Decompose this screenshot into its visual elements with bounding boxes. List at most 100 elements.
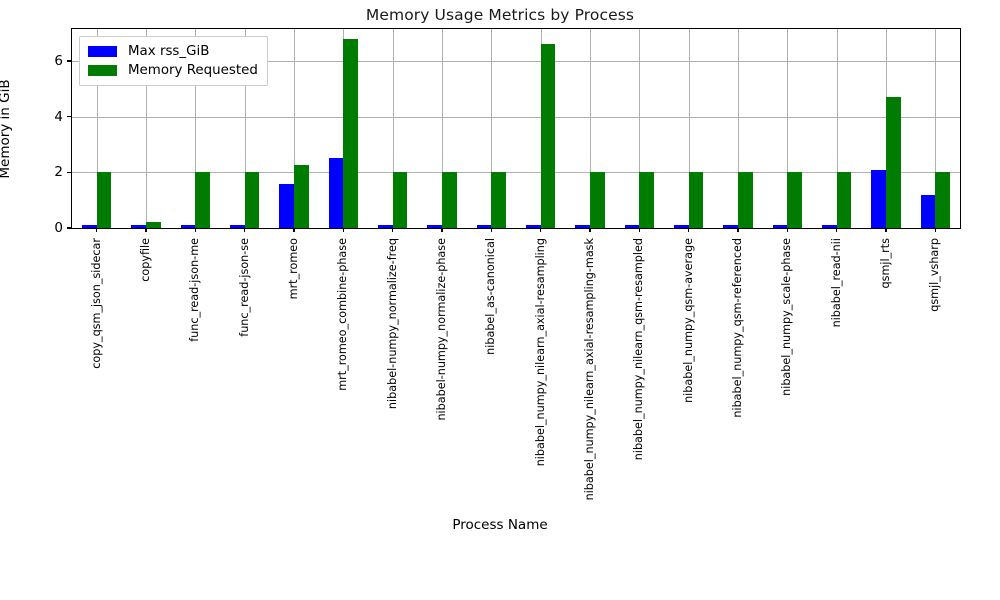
x-tick-label: nibabel-numpy_normalize-freq [385, 238, 399, 410]
x-tick-label: nibabel_as-canonical [484, 238, 498, 355]
x-tick-label: func_read-json-se [237, 238, 251, 337]
x-tick-label: nibabel_numpy_scale-phase [780, 238, 794, 396]
gridline-vertical [392, 29, 394, 228]
x-tick-mark [96, 228, 98, 232]
bar-max-rss [772, 224, 788, 228]
gridline-vertical [639, 29, 641, 228]
x-tick-label: nibabel_numpy_qsm-average [681, 238, 695, 403]
chart-legend: Max rss_GiB Memory Requested [79, 36, 268, 86]
x-tick-mark [342, 228, 345, 232]
x-tick-label: func_read-json-me [188, 238, 202, 342]
y-tick-mark [67, 116, 71, 118]
legend-label-memory-requested: Memory Requested [128, 63, 258, 78]
bar-max-rss [821, 224, 837, 228]
bar-memory-requested [392, 172, 408, 228]
chart-title: Memory Usage Metrics by Process [365, 6, 635, 24]
x-tick-mark [490, 228, 493, 232]
y-tick-mark [67, 60, 71, 62]
bar-memory-requested [343, 38, 359, 228]
bar-memory-requested [590, 172, 605, 228]
gridline-vertical [935, 29, 937, 228]
x-axis-label: Process Name [452, 517, 548, 533]
x-tick-mark [194, 228, 197, 232]
bar-max-rss [427, 224, 442, 228]
gridline-vertical [294, 29, 295, 228]
bar-max-rss [476, 224, 492, 228]
bar-max-rss [920, 195, 936, 228]
bar-memory-requested [491, 172, 507, 228]
bar-max-rss [525, 224, 541, 228]
gridline-horizontal [72, 61, 960, 62]
gridline-vertical [787, 29, 789, 228]
y-tick-mark [67, 171, 71, 174]
bar-max-rss [81, 224, 97, 228]
bar-max-rss [624, 224, 640, 228]
y-tick-label: 2 [54, 164, 63, 181]
bar-max-rss [723, 224, 738, 228]
legend-swatch-memory-requested [88, 65, 117, 76]
gridline-vertical [146, 29, 147, 228]
x-tick-mark [688, 228, 690, 232]
x-tick-mark [145, 228, 147, 232]
x-tick-label: mrt_romeo [287, 238, 300, 300]
bar-memory-requested [146, 222, 161, 228]
x-tick-label: nibabel_numpy_nilearn_axial-resampling-m… [583, 238, 596, 501]
bar-memory-requested [96, 172, 112, 228]
bar-max-rss [131, 224, 146, 228]
x-tick-label: copyfile [139, 238, 152, 282]
x-tick-label: nibabel_read-nii [829, 238, 843, 328]
legend-item-max-rss: Max rss_GiB [88, 42, 258, 61]
x-tick-mark [244, 228, 246, 232]
bar-memory-requested [195, 172, 211, 228]
bar-max-rss [328, 158, 344, 228]
bar-memory-requested [836, 172, 852, 228]
gridline-horizontal [72, 172, 960, 174]
bar-memory-requested [738, 172, 753, 228]
bar-max-rss [180, 224, 196, 228]
bar-memory-requested [244, 172, 260, 228]
x-tick-label: qsmjl_rts [879, 238, 892, 289]
gridline-horizontal [72, 116, 960, 118]
bar-memory-requested [294, 164, 309, 228]
gridline-vertical [688, 29, 690, 228]
bar-memory-requested [688, 172, 704, 228]
x-tick-label: nibabel_numpy_nilearn_axial-resampling [533, 238, 547, 467]
gridline-vertical [738, 29, 739, 228]
gridline-vertical [491, 29, 493, 228]
x-tick-label: nibabel_numpy_qsm-referenced [731, 238, 744, 418]
x-tick-mark [934, 228, 937, 232]
x-tick-mark [589, 228, 591, 232]
x-tick-mark [885, 228, 887, 232]
bar-max-rss [229, 224, 245, 228]
bar-memory-requested [442, 172, 457, 228]
y-tick-label: 4 [54, 108, 63, 125]
bar-max-rss [279, 184, 294, 228]
x-tick-label: mrt_romeo_combine-phase [336, 238, 350, 391]
y-tick-mark [67, 227, 71, 229]
bar-memory-requested [886, 97, 901, 228]
x-tick-label: qsmjl_vsharp [928, 238, 942, 312]
legend-swatch-max-rss [88, 46, 117, 57]
x-tick-mark [392, 228, 394, 232]
bar-memory-requested [787, 172, 803, 228]
bar-max-rss [871, 169, 886, 228]
x-tick-mark [441, 228, 443, 232]
bar-max-rss [377, 224, 393, 228]
x-tick-label: nibabel_numpy_nilearn_qsm-resampled [632, 238, 646, 461]
x-tick-mark [638, 228, 641, 232]
y-tick-label: 0 [54, 220, 63, 236]
legend-label-max-rss: Max rss_GiB [128, 44, 210, 59]
x-tick-mark [786, 228, 789, 232]
gridline-vertical [836, 29, 838, 228]
bar-memory-requested [639, 172, 655, 228]
bar-memory-requested [540, 44, 556, 228]
x-tick-mark [836, 228, 838, 232]
bar-max-rss [575, 224, 590, 228]
gridline-vertical [442, 29, 443, 228]
y-axis-label: Memory in GiB [0, 78, 13, 179]
bar-max-rss [673, 224, 689, 228]
x-tick-mark [540, 228, 542, 232]
bar-memory-requested [935, 172, 951, 228]
gridline-vertical [590, 29, 591, 228]
